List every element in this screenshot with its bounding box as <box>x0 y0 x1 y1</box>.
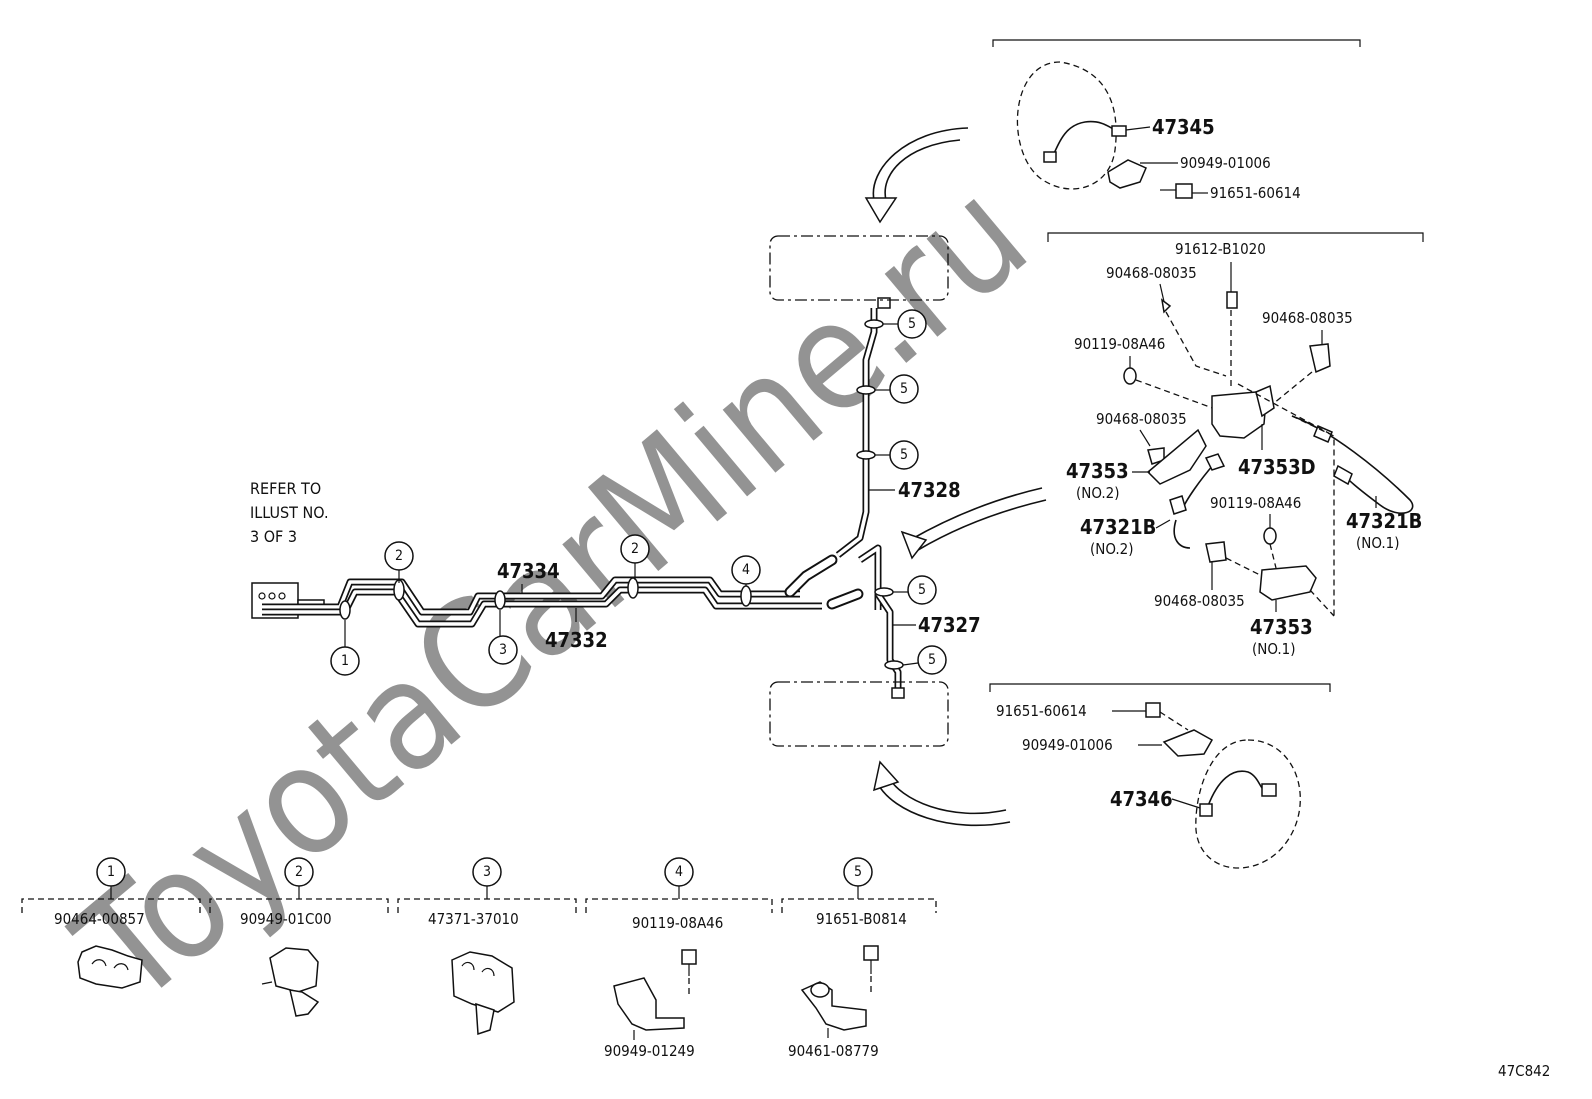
callout-3: 3 <box>499 642 507 658</box>
bracket-bottom <box>989 683 1331 692</box>
label-90468-08035-b: 90468-08035 <box>1262 309 1353 327</box>
label-91651-60614-bot: 91651-60614 <box>996 702 1087 720</box>
legend-5-num: 5 <box>854 864 862 880</box>
brake-pipe-47327 <box>875 592 902 690</box>
refer-note: REFER TO ILLUST NO. 3 OF 3 <box>250 479 329 546</box>
label-91612-B1020: 91612-B1020 <box>1175 240 1266 258</box>
diagram-callouts: 1 2 3 2 4 5 5 5 5 5 <box>330 309 947 676</box>
clip-icon-1 <box>77 945 143 989</box>
legend-4-part2: 90949-01249 <box>604 1042 695 1060</box>
arrow-top <box>864 127 969 224</box>
legend-1-part: 90464-00857 <box>54 910 145 928</box>
legend-2-num: 2 <box>295 864 303 880</box>
label-47332: 47332 <box>545 628 608 652</box>
clip-icon-2 <box>261 947 320 1017</box>
legend-5-part2: 90461-08779 <box>788 1042 879 1060</box>
clamp-icon-5 <box>800 945 879 1038</box>
legend-4-num: 4 <box>675 864 683 880</box>
legend-3-num: 3 <box>483 864 491 880</box>
label-47345: 47345 <box>1152 115 1215 139</box>
bracket-top <box>992 39 1361 47</box>
label-47328: 47328 <box>898 478 961 502</box>
label-47321B-no2: 47321B <box>1080 515 1156 539</box>
abs-sensor-bracket-assembly <box>1123 291 1414 617</box>
legend-5-part: 91651-B0814 <box>816 910 907 928</box>
refer-note-line-2: ILLUST NO. <box>250 503 329 522</box>
callout-5e: 5 <box>928 652 936 668</box>
wheel-area-front <box>769 235 949 301</box>
label-90468-08035-a: 90468-08035 <box>1106 264 1197 282</box>
label-47353-no1: 47353 <box>1250 615 1313 639</box>
brake-pipe-47334 <box>262 576 800 616</box>
legend-2-part: 90949-01C00 <box>240 910 332 928</box>
diagram-code: 47C842 <box>1498 1062 1550 1080</box>
wheel-area-rear <box>769 681 949 747</box>
label-90468-08035-d: 90468-08035 <box>1154 592 1245 610</box>
callout-4: 4 <box>742 562 750 578</box>
label-47346: 47346 <box>1110 787 1173 811</box>
refer-note-line-3: 3 OF 3 <box>250 527 297 546</box>
label-47327: 47327 <box>918 613 981 637</box>
callout-5d: 5 <box>918 582 926 598</box>
label-91651-60614-top: 91651-60614 <box>1210 184 1301 202</box>
callout-2a: 2 <box>395 548 403 564</box>
label-47321B-no1: 47321B <box>1346 509 1422 533</box>
label-47334: 47334 <box>497 559 560 583</box>
label-47353-no2-sub: (NO.2) <box>1076 484 1120 502</box>
label-90468-08035-c: 90468-08035 <box>1096 410 1187 428</box>
label-47353-no1-sub: (NO.1) <box>1252 640 1296 658</box>
label-47321B-no1-sub: (NO.1) <box>1356 534 1400 552</box>
legend-4-part: 90119-08A46 <box>632 914 723 932</box>
label-90949-01006-bot: 90949-01006 <box>1022 736 1113 754</box>
bracket-middle <box>1047 232 1424 242</box>
arrow-bottom <box>872 760 1011 827</box>
label-47353-no2: 47353 <box>1066 459 1129 483</box>
label-47353D: 47353D <box>1238 455 1316 479</box>
brake-pipe-47332 <box>262 586 822 628</box>
label-90119-08A46-b: 90119-08A46 <box>1210 494 1301 512</box>
label-47321B-no2-sub: (NO.2) <box>1090 540 1134 558</box>
refer-note-line-1: REFER TO <box>250 479 321 498</box>
inset-rear-sensor <box>1145 702 1301 869</box>
label-90119-08A46-a: 90119-08A46 <box>1074 335 1165 353</box>
inset-front-sensor <box>1016 61 1193 199</box>
legend-1-num: 1 <box>107 864 115 880</box>
arrow-middle <box>900 487 1047 560</box>
clamp-icon-4 <box>613 949 697 1040</box>
callout-5a: 5 <box>908 316 916 332</box>
label-90949-01006-top: 90949-01006 <box>1180 154 1271 172</box>
callout-5b: 5 <box>900 381 908 397</box>
clip-icon-3 <box>451 951 515 1036</box>
clip-markers-main <box>339 577 752 620</box>
flex-hoses <box>784 554 864 610</box>
legend-3-part: 47371-37010 <box>428 910 519 928</box>
legend: 1 90464-00857 2 90949-01C00 3 47371-3701… <box>21 857 937 1060</box>
callout-1: 1 <box>341 653 349 669</box>
callout-2b: 2 <box>631 541 639 557</box>
callout-5c: 5 <box>900 447 908 463</box>
